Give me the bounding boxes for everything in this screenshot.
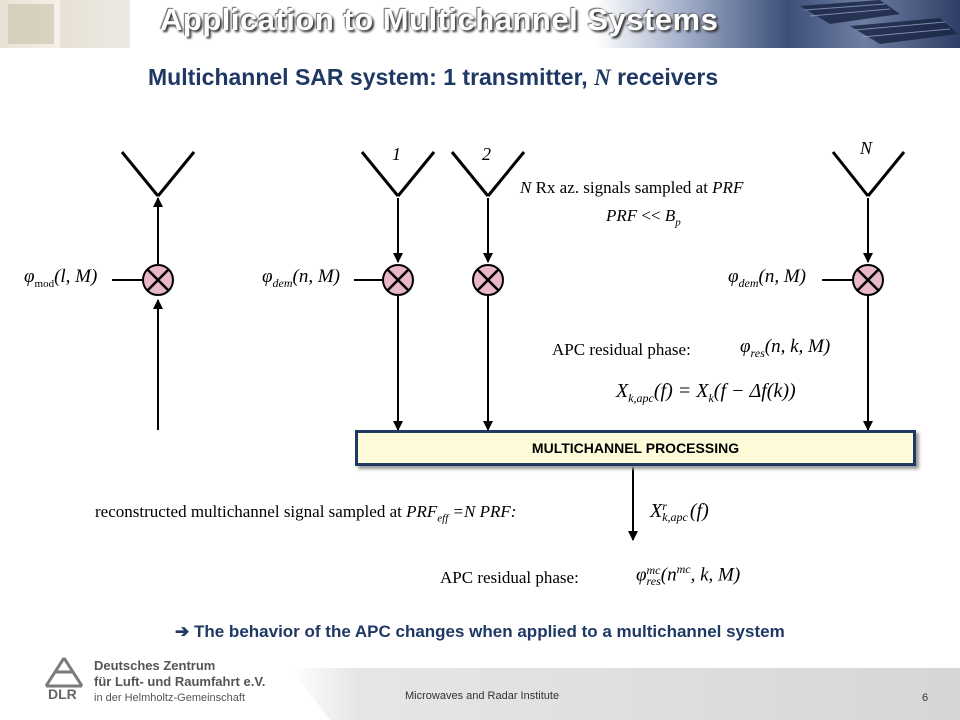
conclusion-arrow-icon: ➔ <box>175 622 190 641</box>
header-banner: Application to Multichannel Systems <box>0 0 960 48</box>
rx-antenna-2 <box>450 151 526 197</box>
eq-mid: (f) = X <box>653 380 709 402</box>
mixer-icon-rx2 <box>472 264 504 296</box>
antenna-label-2: 2 <box>482 144 491 164</box>
institute-name: Microwaves and Radar Institute <box>405 690 560 702</box>
phi-dem-formula-n: φdem(n, M) <box>728 266 806 291</box>
processing-label: MULTICHANNEL PROCESSING <box>531 440 740 456</box>
phi-res-sub: res <box>750 345 765 360</box>
phi-mod-formula: φmod(l, M) <box>24 266 97 290</box>
eq-x2-sub: k <box>708 391 714 405</box>
recon-eff: eff <box>437 512 449 525</box>
org-line-3: in der Helmholtz-Gemeinschaft <box>94 692 246 704</box>
antenna-label-n: N <box>860 138 873 158</box>
phi-dem-formula-1: φdem(n, M) <box>262 266 340 291</box>
rx-signals-text: N Rx az. signals sampled at PRF <box>520 178 743 198</box>
phi-mc-sub: res <box>646 573 661 588</box>
subtitle-before: Multichannel SAR system: 1 transmitter, <box>148 64 595 90</box>
phi-dem1-args: (n, M) <box>292 266 340 287</box>
phi-mc-close: , k, M) <box>690 564 741 586</box>
eq-x1: X <box>616 380 629 402</box>
recon-x: X <box>650 500 663 522</box>
subtitle-n: N <box>594 65 611 90</box>
cond-prf: PRF <box>606 206 638 225</box>
rx-antenna-1 <box>360 151 436 197</box>
rx-antenna-n <box>831 151 906 197</box>
antenna-label-1: 1 <box>392 144 401 164</box>
org-line-2: für Luft- und Raumfahrt e.V. <box>94 674 266 689</box>
phi-mod-sub: mod <box>34 277 55 290</box>
mixer-icon-rx1 <box>382 264 414 296</box>
phi-demn-symbol: φ <box>728 266 739 287</box>
recon-text: reconstructed multichannel signal sample… <box>95 502 407 521</box>
prf-condition: PRF << Bp <box>606 206 681 228</box>
dlr-wordmark: DLR <box>48 686 77 702</box>
phi-mc-sup: mc <box>646 562 661 577</box>
footer-band <box>290 668 960 720</box>
mixer-icon-rxn <box>852 264 884 296</box>
phi-res-symbol: φ <box>740 336 751 357</box>
slide-subtitle: Multichannel SAR system: 1 transmitter, … <box>148 64 718 91</box>
phi-res-args: (n, k, M) <box>764 336 831 357</box>
dlr-logo-icon <box>44 657 84 688</box>
apc-residual-label: APC residual phase: <box>552 340 691 359</box>
cond-b: B <box>664 206 676 225</box>
satellite-image-left <box>8 0 958 48</box>
apc-equation: Xk,apc(f) = Xk(f − Δf(k)) <box>616 380 796 406</box>
mixer-icon-tx <box>142 264 174 296</box>
phi-mc-symbol: φ <box>636 564 647 586</box>
apc-residual-label-2: APC residual phase: <box>440 568 579 587</box>
phi-demn-sub: dem <box>738 275 759 290</box>
eq-x1-sub: k,apc <box>628 391 654 405</box>
subtitle-after: receivers <box>610 64 719 90</box>
rx-n: N <box>520 178 532 197</box>
phi-demn-args: (n, M) <box>758 266 806 287</box>
page-title: Application to Multichannel Systems <box>160 2 719 37</box>
phi-dem1-symbol: φ <box>262 266 273 287</box>
cond-lt: << <box>637 206 665 225</box>
conclusion-statement: The behavior of the APC changes when app… <box>193 622 785 641</box>
eq-rhs: (f − Δf(k)) <box>713 380 796 402</box>
multichannel-processing-box: MULTICHANNEL PROCESSING <box>355 430 916 466</box>
org-line-1: Deutsches Zentrum <box>94 658 216 673</box>
phi-mc-open: (n <box>660 564 677 586</box>
phi-mod-args: (l, M) <box>54 266 98 287</box>
conclusion-text: ➔ The behavior of the APC changes when a… <box>175 622 785 642</box>
footer: DLR Deutsches Zentrum für Luft- und Raum… <box>0 648 960 720</box>
phi-mc-n-sup: mc <box>676 562 691 576</box>
tx-antenna <box>120 151 196 197</box>
rx-text: Rx az. signals sampled at <box>531 178 713 197</box>
cond-b-sub: p <box>675 216 681 229</box>
phi-res-formula: φres(n, k, M) <box>740 336 830 361</box>
recon-rest: =N PRF: <box>448 502 517 521</box>
recon-x-arg: (f) <box>689 500 709 522</box>
recon-prf: PRF <box>406 502 438 521</box>
page-number: 6 <box>922 692 929 704</box>
recon-x-sub: k,apc <box>662 510 688 525</box>
recon-x-sup: r <box>662 499 667 514</box>
phi-dem1-sub: dem <box>272 275 293 290</box>
reconstructed-signal-text: reconstructed multichannel signal sample… <box>95 502 516 524</box>
rx-prf: PRF <box>712 178 744 197</box>
phi-mod-symbol: φ <box>24 266 35 287</box>
